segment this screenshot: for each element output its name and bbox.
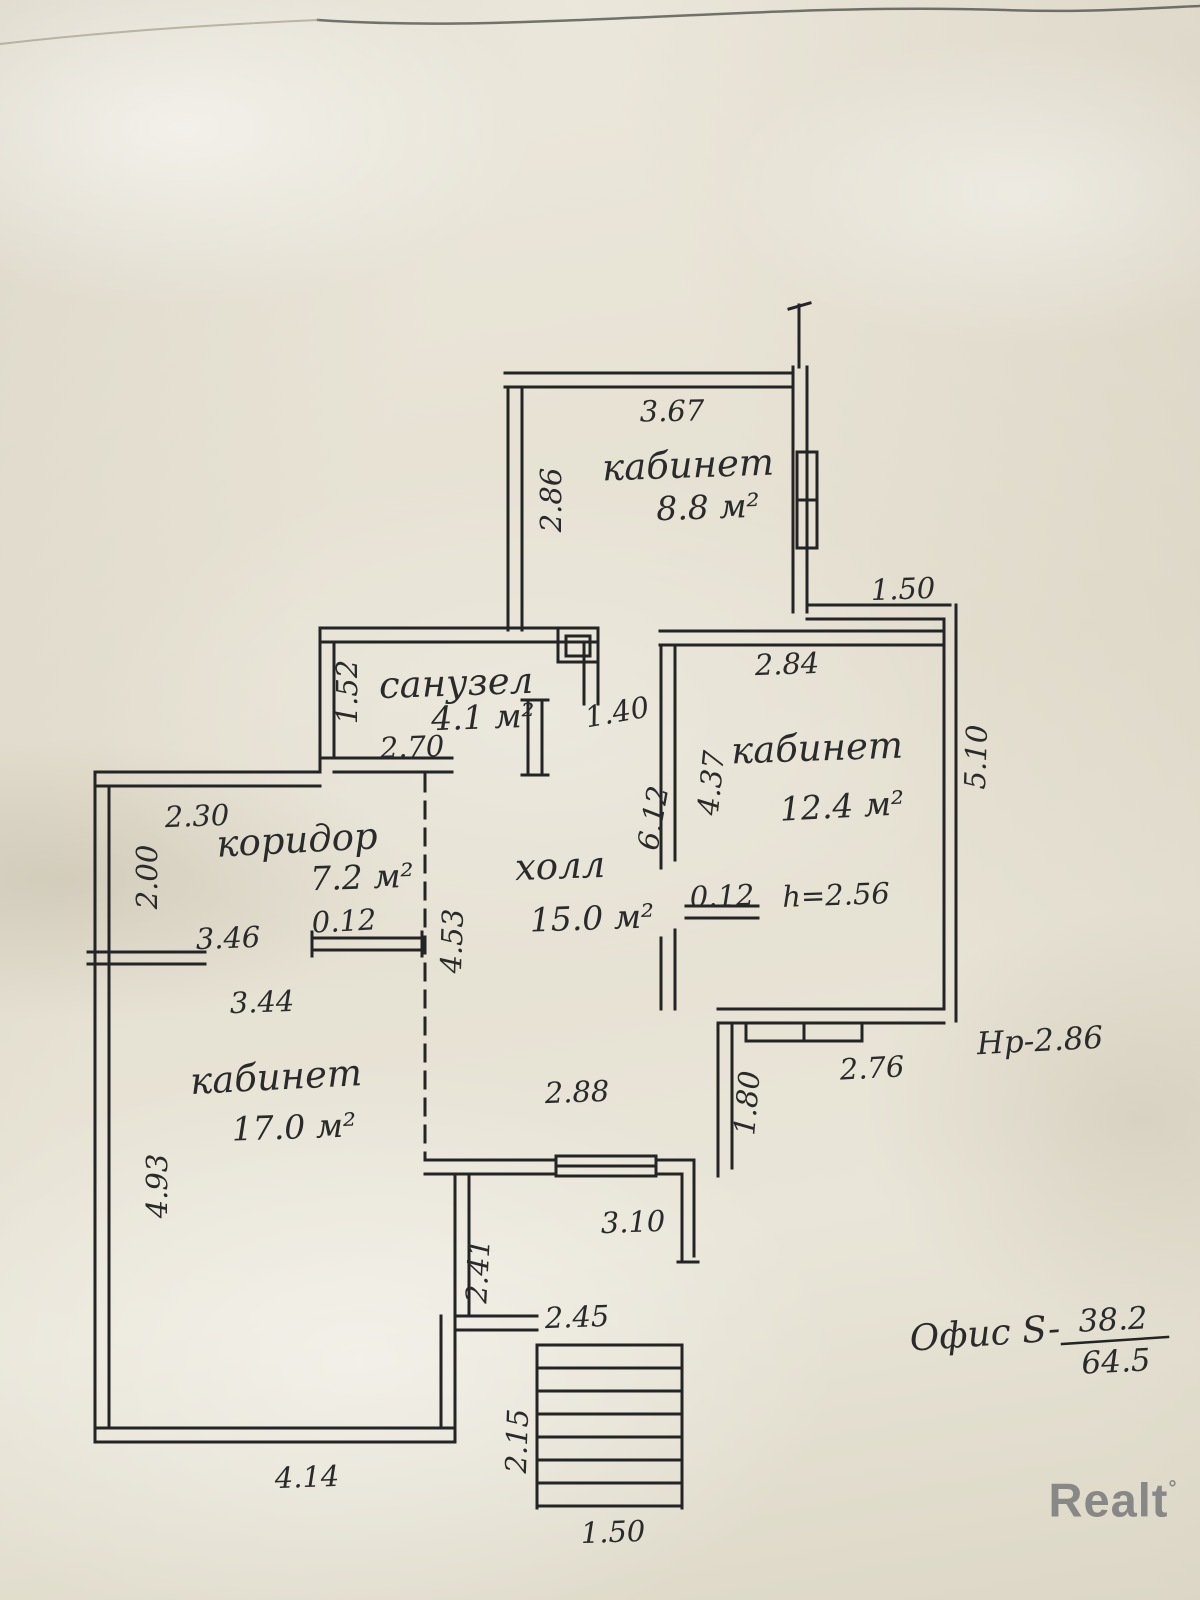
door-leaf-right-office (684, 904, 760, 920)
room-hall-area: 15.0 м² (529, 896, 655, 940)
dim-2-41: 2.41 (459, 1237, 497, 1305)
room-office-top-name: кабинет (601, 440, 775, 490)
wall-vestibule-bottom (453, 1314, 539, 1332)
dim-2-84: 2.84 (754, 645, 820, 683)
room-corridor-area: 7.2 м² (309, 855, 415, 899)
wall-top-office-right (791, 365, 809, 614)
dim-3-44: 3.44 (229, 983, 295, 1021)
wall-partition-stub (86, 950, 207, 966)
wall-right-office-left-upper (659, 643, 677, 870)
dim-3-10: 3.10 (600, 1203, 666, 1241)
dim-4-37: 4.37 (690, 749, 732, 817)
wall-bathroom-right (582, 626, 600, 706)
wall-right-office-left-lower (659, 928, 677, 1011)
ink-lines (0, 4, 1200, 1510)
wall-right-office-bottom (716, 1007, 946, 1025)
door-corridor (310, 930, 424, 958)
dim-1-50-top: 1.50 (870, 570, 936, 608)
wall-outer-right (942, 603, 958, 1023)
dim-0-12-corridor: 0.12 (310, 902, 378, 940)
dim-2-00: 2.00 (130, 844, 164, 910)
room-bathroom-area: 4.1 м² (430, 695, 536, 739)
room-office-right-name: кабинет (730, 723, 904, 773)
shaft-box (556, 626, 600, 664)
stairs-treads (535, 1343, 684, 1508)
dim-2-15: 2.15 (498, 1408, 536, 1474)
dim-5-10: 5.10 (957, 724, 995, 790)
wall-vestibule-right (676, 1158, 700, 1264)
wall-top-office-left (506, 385, 524, 632)
dim-4-93: 4.93 (140, 1153, 174, 1219)
wall-corridor-top (93, 770, 322, 788)
wall-hall-bottom (423, 1158, 558, 1176)
wall-outer-left (93, 770, 111, 1444)
window-right-office-bottom (744, 1021, 864, 1043)
note-office-s-numerator: 38.2 (1077, 1300, 1149, 1340)
dim-0-12-right: 0.12 (689, 877, 755, 915)
room-office-left-area: 17.0 м² (231, 1105, 357, 1149)
window-top-office-right (795, 450, 819, 550)
paper-edge-line-left (0, 18, 320, 46)
realt-watermark-mark: ° (1168, 1477, 1178, 1500)
wall-right-office-lower-left (716, 1021, 734, 1178)
wall-right-extension (805, 603, 952, 621)
room-office-left-name: кабинет (189, 1051, 363, 1103)
note-office-s-denominator: 64.5 (1080, 1342, 1152, 1382)
door-hall-bottom (554, 1154, 658, 1178)
wall-bathroom-top (318, 626, 600, 644)
wall-right-office-top (658, 629, 946, 647)
wall-top-office-top (503, 371, 793, 389)
wall-vestibule-left (453, 1172, 471, 1332)
dim-1-80: 1.80 (727, 1069, 767, 1137)
dim-2-76: 2.76 (838, 1049, 906, 1087)
room-office-right-area: 12.4 м² (778, 783, 906, 829)
dim-4-53: 4.53 (433, 908, 471, 974)
dim-2-88: 2.88 (544, 1073, 610, 1111)
room-office-top-area: 8.8 м² (655, 485, 761, 529)
note-ceiling-height: h=2.56 (781, 876, 891, 914)
dim-3-67: 3.67 (639, 393, 705, 429)
room-hall-name: холл (514, 842, 606, 890)
dim-1-50-stairs: 1.50 (580, 1513, 646, 1551)
dim-1-52: 1.52 (330, 659, 364, 725)
dim-3-46: 3.46 (195, 919, 261, 957)
dim-2-86: 2.86 (534, 467, 568, 533)
wall-left-office-bottom (93, 1426, 457, 1444)
office-area-fraction-line (1060, 1335, 1170, 1346)
dim-2-45: 2.45 (544, 1298, 610, 1336)
paper-edge-line (316, 4, 1200, 25)
wall-stub-above-top-office (787, 301, 812, 369)
realt-watermark-text: Realt (1048, 1473, 1169, 1527)
wall-bathroom-left (318, 626, 336, 774)
wall-left-office-right (439, 1314, 457, 1444)
dim-2-70: 2.70 (379, 728, 445, 766)
wall-bathroom-bottom (318, 756, 454, 774)
dim-2-30: 2.30 (164, 797, 230, 835)
stairs-rails (535, 1343, 684, 1510)
door-bathroom (520, 698, 550, 777)
wall-vestibule-right-stub (654, 1158, 696, 1176)
realt-watermark: Realt° (1049, 1473, 1178, 1528)
note-hp-height: Нр-2.86 (975, 1019, 1105, 1063)
dim-4-14: 4.14 (274, 1458, 340, 1496)
